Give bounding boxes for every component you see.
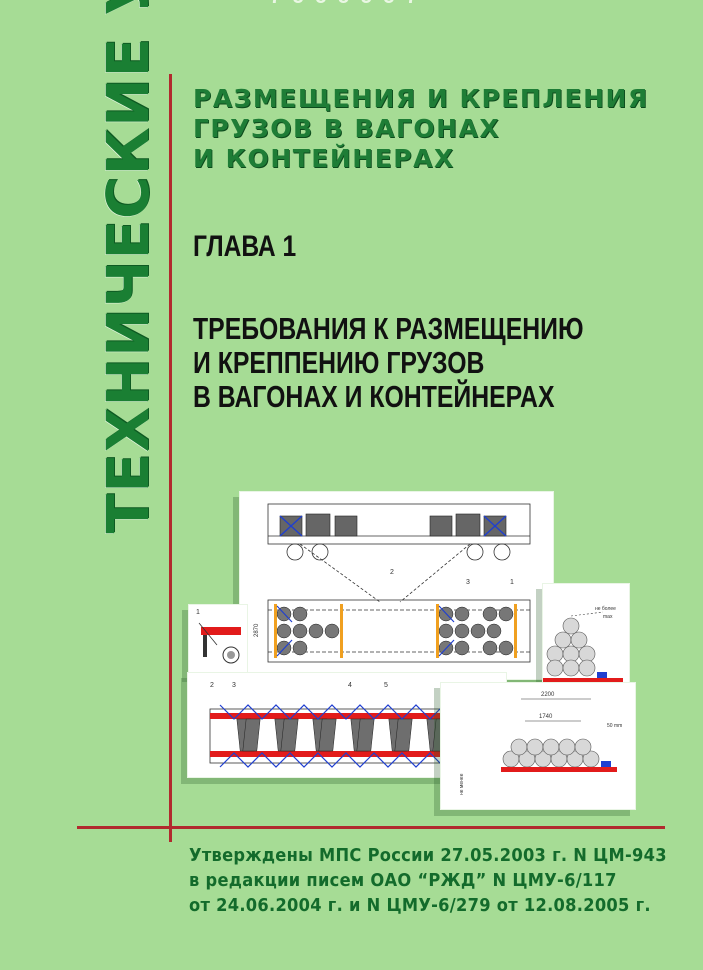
log-mark — [242, 718, 261, 752]
side-note: не менее — [459, 773, 465, 795]
pipe-mark — [558, 738, 576, 756]
not-more-label: не более — [595, 606, 616, 612]
header-line-2: ГРУЗОВ В ВАГОНАХ — [193, 114, 501, 143]
lashing-detail-svg: 1 — [196, 609, 241, 664]
dim-1740: 1740 — [539, 714, 553, 720]
drawing-pipe-stack-side: 2200 1740 50 mm не менее — [440, 682, 636, 810]
vertical-rule — [169, 74, 172, 842]
dim-50: 50 mm — [607, 723, 622, 729]
header-line-1: РАЗМЕЩЕНИЯ И КРЕПЛЕНИЯ — [193, 84, 649, 113]
log-mark — [394, 718, 413, 752]
label-2: 2 — [390, 569, 394, 576]
lash-label-2: 2 — [210, 682, 214, 689]
subtitle-line-3: В ВАГОНАХ И КОНТЕЙНЕРАХ — [193, 379, 555, 414]
dim-2870: 2870 — [254, 623, 260, 637]
subtitle-line-2: И КРЕППЕНИЮ ГРУЗОВ — [193, 345, 485, 380]
chapter-subtitle: ТРЕБОВАНИЯ К РАЗМЕЩЕНИЮ И КРЕППЕНИЮ ГРУЗ… — [193, 312, 584, 414]
horizontal-rule — [77, 826, 665, 829]
wagon-plan-svg: 2870 2 3 1 — [254, 503, 531, 663]
pipe-mark — [574, 738, 592, 756]
spine-title: ТЕХНИЧЕСКИЕ УСЛОВИЯ — [94, 0, 162, 534]
top-partial-text: 7 5 5 5 5 5 7 — [270, 0, 510, 8]
subtitle-line-1: ТРЕБОВАНИЯ К РАЗМЕЩЕНИЮ — [193, 311, 584, 346]
log-mark — [318, 718, 337, 752]
pipe-mark — [526, 738, 544, 756]
approval-line-1: Утверждены МПС России 27.05.2003 г. N ЦМ… — [189, 846, 667, 866]
pipe-mark — [510, 738, 528, 756]
approval-line-3: от 24.06.2004 г. и N ЦМУ-6/279 от 12.08.… — [189, 896, 651, 916]
detail-label-1: 1 — [196, 609, 200, 616]
approval-line-2: в редакции писем ОАО “РЖД” N ЦМУ-6/117 — [189, 871, 617, 891]
lash-label-4: 4 — [348, 682, 352, 689]
chapter-label: ГЛАВА 1 — [193, 230, 297, 263]
log-mark — [356, 718, 375, 752]
header-line-3: И КОНТЕЙНЕРАХ — [193, 144, 455, 173]
max-label: max — [603, 614, 613, 620]
log-mark — [280, 718, 299, 752]
label-3: 3 — [466, 579, 470, 586]
label-1: 1 — [510, 579, 514, 586]
approval-note: Утверждены МПС России 27.05.2003 г. N ЦМ… — [189, 844, 667, 919]
pipe-stack-side-svg: 2200 1740 50 mm не менее — [459, 692, 622, 795]
dim-2200: 2200 — [541, 692, 555, 698]
pipe-mark — [542, 738, 560, 756]
lash-label-5: 5 — [384, 682, 388, 689]
pipe-stack-upper-svg: не более max — [543, 606, 623, 683]
header-title: РАЗМЕЩЕНИЯ И КРЕПЛЕНИЯ ГРУЗОВ В ВАГОНАХ … — [193, 84, 683, 174]
drawing-lashing-detail: 1 — [188, 604, 248, 676]
drawing-wagon-plan: 2870 2 3 1 — [239, 491, 554, 680]
lash-label-3: 3 — [232, 682, 236, 689]
